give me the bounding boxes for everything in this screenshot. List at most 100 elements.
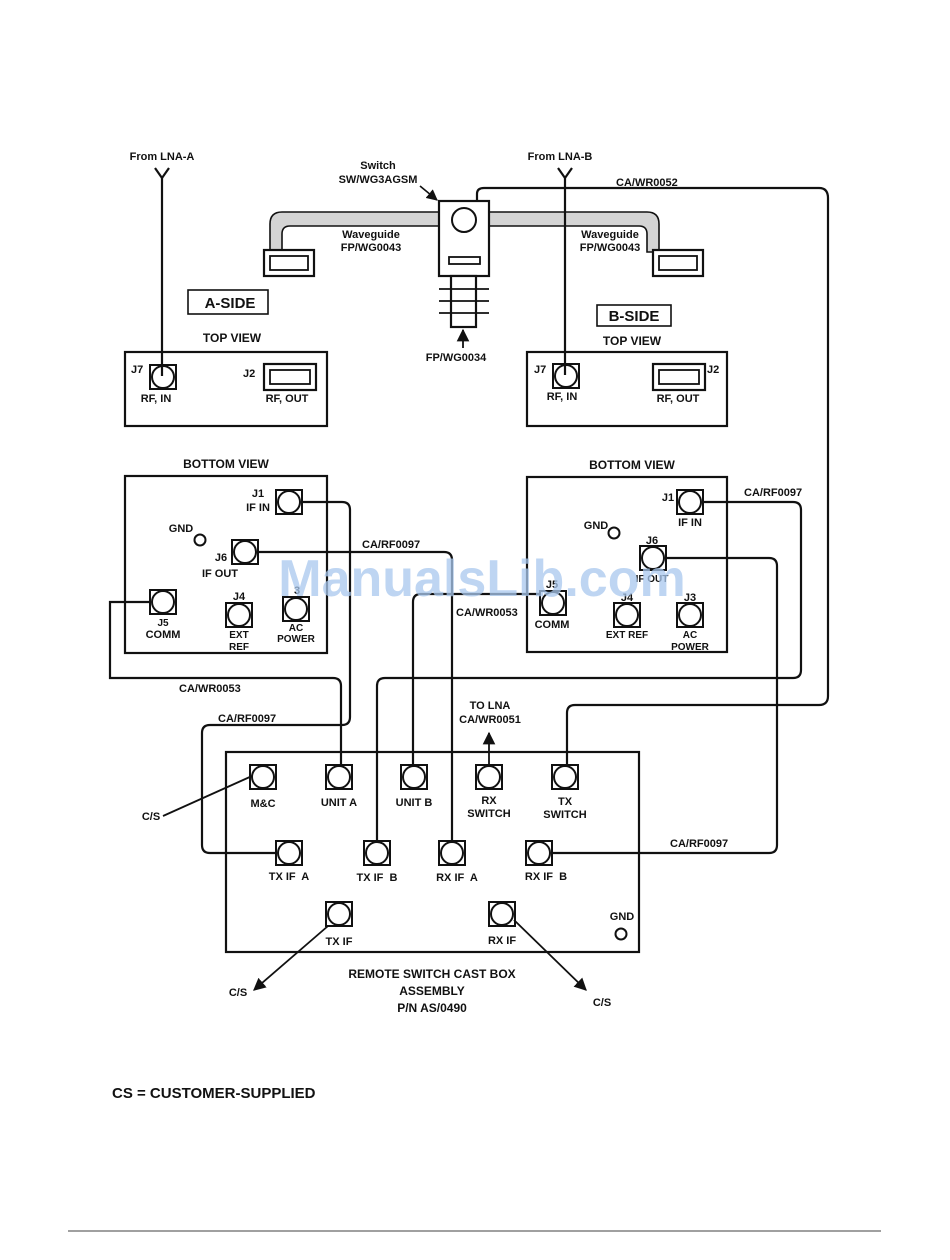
cs-mc-label: C/S [142,811,160,823]
cast-box-panel [224,750,641,954]
switch-part-number: SW/WG3AGSM [339,174,418,186]
b-bottom-view-panel [525,475,729,654]
a-j7-label: RF, IN [141,393,172,405]
cast-box-gnd-label: GND [610,911,635,923]
b-j3-label: AC [683,630,697,641]
connector-a-j1 [275,489,303,515]
port-tx-switch [551,764,579,790]
b-j6-id: J6 [646,535,658,547]
a-side-badge-text: A-SIDE [205,295,256,312]
waveguide-right-label: Waveguide [581,229,639,241]
cable-label-wr0053-mid: CA/WR0053 [456,607,518,619]
b-side-badge [596,304,672,327]
port-rx-switch [475,764,503,790]
a-bottom-view-panel [123,474,329,655]
waveguide-switch [419,185,491,348]
a-j3-label-2: POWER [277,634,316,645]
watermark: ManualsLib.com [278,550,685,608]
port-rx-if-a-label: RX IF A [436,872,478,884]
b-j4-id: J4 [621,592,634,604]
cable-rf0097-a-j6 [258,550,454,842]
a-j6-id: J6 [215,552,227,564]
switch-bottom-label: FP/WG0034 [426,352,487,364]
a-j6-label: IF OUT [202,568,238,580]
b-bottom-view-title: BOTTOM VIEW [589,458,675,472]
cs-mc-leader [162,775,253,817]
a-side-badge [187,289,269,315]
port-tx-if-b-label: TX IF B [357,872,398,884]
port-tx-switch-label-2: SWITCH [543,809,586,821]
a-j5-label: COMM [146,629,181,641]
port-tx-if-a-label: TX IF A [269,871,310,883]
cable-wr0053-b-j5 [411,592,540,767]
b-j2-id: J2 [707,364,719,376]
a-j4-id: J4 [233,591,246,603]
cable-label-wr0052: CA/WR0052 [616,177,678,189]
waveguide-right-part: FP/WG0043 [580,242,641,254]
a-j4-label: EXT [229,630,248,641]
port-rx-if-label: RX IF [488,935,516,947]
port-rx-if [488,901,516,927]
b-j7-id: J7 [534,364,546,376]
b-j3-label-2: POWER [671,642,710,653]
cable-wr0052 [475,186,830,767]
legend-note: CS = CUSTOMER-SUPPLIED [112,1085,316,1102]
cable-label-wr0053-left: CA/WR0053 [179,683,241,695]
waveguide-left-part: FP/WG0043 [341,242,402,254]
cable-label-rf0097-b: CA/RF0097 [744,487,802,499]
a-j1-id: J1 [252,488,264,500]
connector-b-j1 [676,489,704,515]
a-j2-label: RF, OUT [266,393,309,405]
port-tx-if-b [363,840,391,866]
b-gnd-terminal [607,526,621,540]
connector-a-j4 [225,602,253,628]
antenna-icon [154,167,170,378]
cast-box-part-number: P/N AS/0490 [397,1001,467,1015]
to-lna-cable-label: CA/WR0051 [459,714,521,726]
waveguide-left [262,211,441,278]
port-tx-if-a [275,840,303,866]
footer-divider [68,1230,881,1232]
connector-a-j6 [231,539,259,565]
b-j1-id: J1 [662,492,674,504]
port-tx-if [325,901,353,927]
port-mc-label: M&C [250,798,275,810]
connector-a-j3 [282,596,310,622]
connector-b-j5 [539,590,567,616]
from-lna-a-label: From LNA-A [130,151,195,163]
cast-box-title-2: ASSEMBLY [399,984,465,998]
a-j2-id: J2 [243,368,255,380]
connector-a-j7 [149,364,177,390]
port-tx-if-label: TX IF [326,936,353,948]
port-rx-switch-label: RX [481,795,497,807]
port-rx-if-a [438,840,466,866]
cable-label-rf0097-right: CA/RF0097 [670,838,728,850]
b-side-badge-text: B-SIDE [609,308,660,325]
cs-rx-label: C/S [593,997,611,1009]
b-j1-label: IF IN [678,517,702,529]
cs-tx-label: C/S [229,987,247,999]
cast-box-title: REMOTE SWITCH CAST BOX [348,967,515,981]
b-j4-label: EXT REF [606,630,648,641]
connector-b-j3 [676,602,704,628]
cable-rf0097-a-j1 [200,500,352,855]
connector-a-j5 [149,589,177,615]
a-j7-id: J7 [131,364,143,376]
port-rx-if-b [525,840,553,866]
cable-label-rf0097-mid: CA/RF0097 [362,539,420,551]
to-lna-label: TO LNA [470,700,511,712]
connector-b-j4 [613,602,641,628]
a-j3-id: 3 [294,585,300,597]
connector-b-j6 [639,545,667,571]
b-top-view-title: TOP VIEW [603,334,662,348]
cable-label-rf0097-left: CA/RF0097 [218,713,276,725]
b-j7-label: RF, IN [547,391,578,403]
cable-rf0097-b-j1 [375,500,803,842]
port-mc [249,764,277,790]
cable-rf0097-b-j6 [552,556,779,855]
b-j2-label: RF, OUT [657,393,700,405]
a-j1-label: IF IN [246,502,270,514]
antenna-icon [557,167,573,378]
cable-wr0053-a-j5 [108,600,343,767]
